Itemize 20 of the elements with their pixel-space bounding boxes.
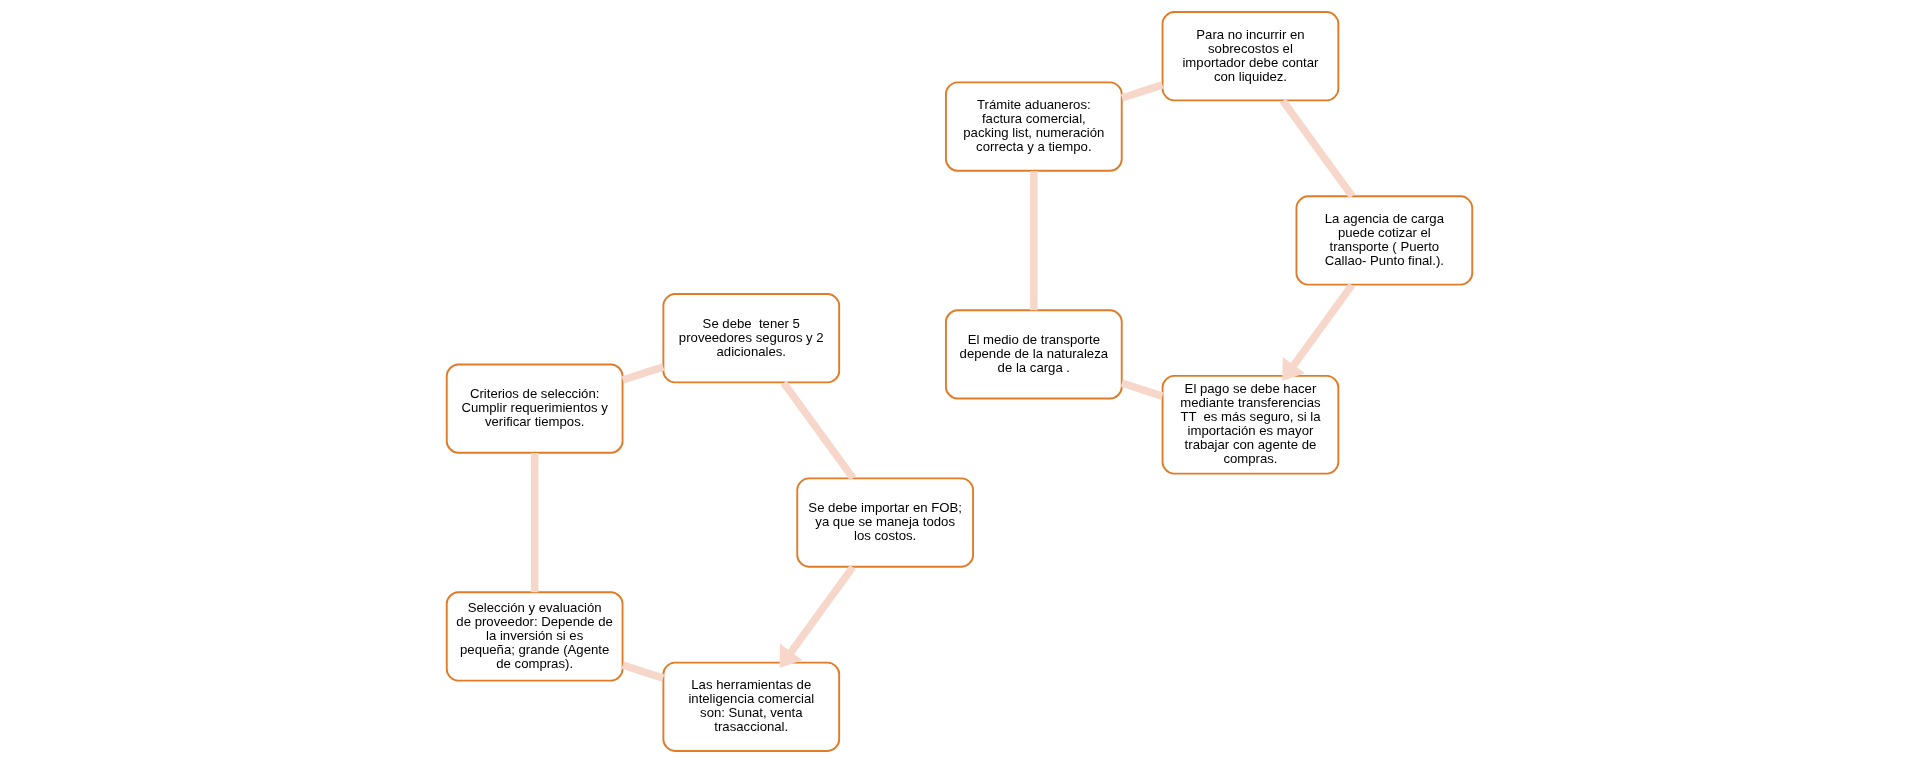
node-box: Las herramientas de inteligencia comercial son: Sunat, venta trasaccional. — [662, 661, 841, 752]
node-box: Selección y evaluación de proveedor: Depende de la inversión si es pequeña; grande (Agente de compras). — [445, 591, 624, 682]
node-box: Se debe tener 5 proveedores seguros y 2 adicionales. — [662, 293, 841, 384]
connector — [1120, 81, 1164, 102]
arrow — [779, 564, 856, 668]
node-box: El pago se debe hacer mediante transferencias TT es más seguro, si la importación es mayor trabajar con agente de compras. — [1161, 374, 1340, 475]
node-box: El medio de transporte depende de la naturaleza de la carga . — [945, 309, 1123, 400]
connector — [530, 453, 539, 593]
node-box: Criterios de selección: Cumplir requerimientos y verificar tiempos. — [445, 363, 624, 454]
node-box: Para no incurrir en sobrecostos el importador debe contar con liquidez. — [1161, 11, 1340, 102]
connector — [1279, 98, 1356, 199]
connector — [1030, 171, 1038, 311]
connector — [621, 363, 665, 384]
connector — [621, 661, 665, 682]
node-box: Se debe importar en FOB; ya que se maneja todos los costos. — [796, 477, 974, 568]
connector — [780, 380, 857, 481]
node-box: Trámite aduaneros: factura comercial, packing list, numeración correcta y a tiempo. — [945, 81, 1123, 172]
connector — [1120, 379, 1164, 400]
node-box: La agencia de carga puede cotizar el transporte ( Puerto Callao- Punto final.). — [1295, 195, 1474, 286]
arrow — [1282, 282, 1355, 381]
